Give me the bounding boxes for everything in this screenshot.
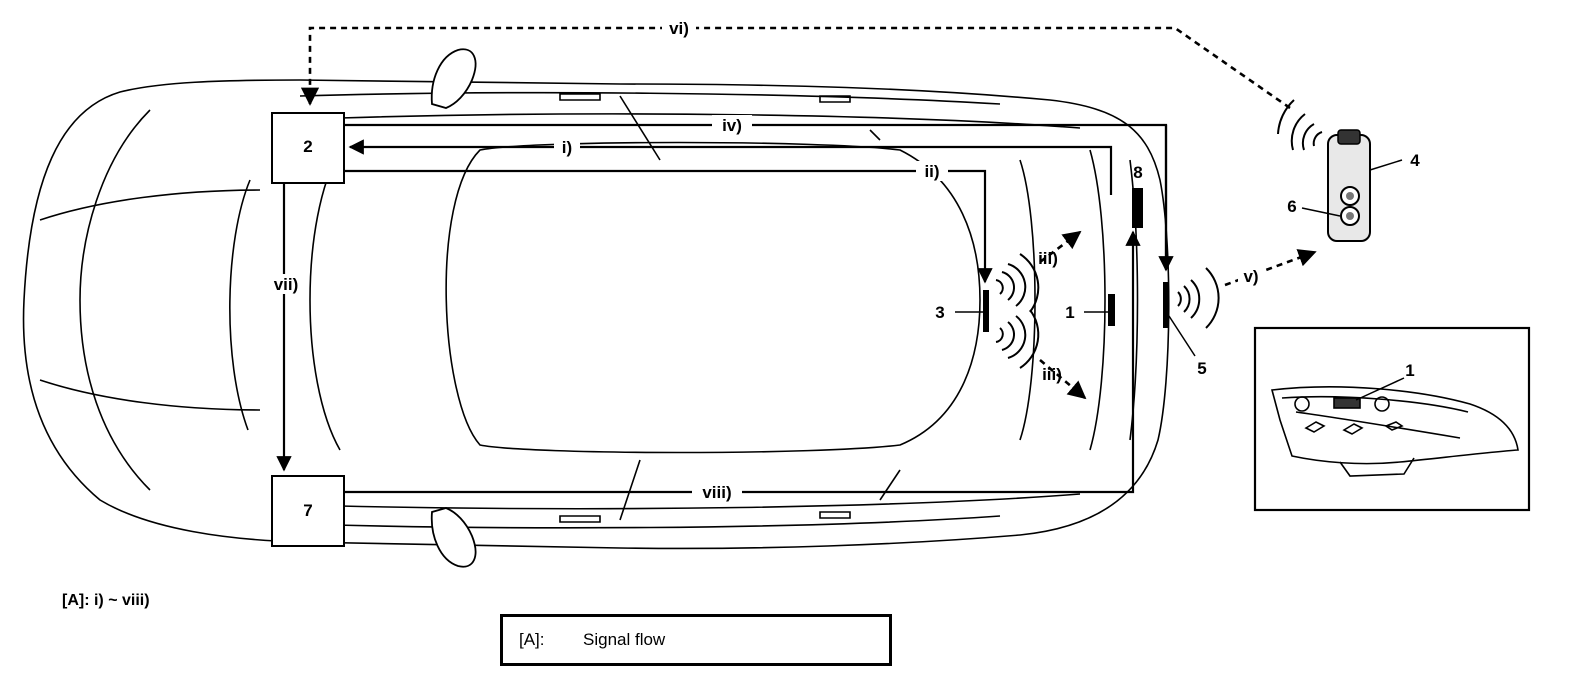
signal-ii-label: ii) — [924, 162, 939, 181]
side-mirror-top — [430, 48, 477, 109]
radio-waves-icon — [995, 253, 1040, 369]
label-4: 4 — [1410, 151, 1420, 170]
signal-iii-paths — [1039, 230, 1087, 400]
unit-label-2: 2 — [303, 137, 312, 156]
sensor-1: 1 — [1065, 294, 1115, 326]
signal-iii-lower-label: iii) — [1042, 365, 1062, 384]
label-5: 5 — [1197, 359, 1206, 378]
signal-range-note: [A]: i) ~ viii) — [62, 592, 150, 609]
key-fob-4: 4 6 — [1287, 129, 1420, 242]
label-6: 6 — [1287, 197, 1296, 216]
signal-vi-label: vi) — [669, 19, 689, 38]
inset-label-1: 1 — [1405, 361, 1414, 380]
label-1: 1 — [1065, 303, 1074, 322]
unit-box-7: 7 — [271, 475, 345, 547]
signal-lines — [276, 123, 1174, 494]
signal-vii-label: vii) — [274, 275, 299, 294]
signal-v-label: v) — [1243, 267, 1258, 286]
signal-iv-label: iv) — [722, 116, 742, 135]
signal-i-label: i) — [562, 138, 572, 157]
signal-i-line — [348, 139, 1113, 195]
side-mirror-bottom — [430, 507, 477, 568]
antenna-5: 5 — [1163, 282, 1207, 378]
signal-viii-label: viii) — [702, 483, 731, 502]
unit-box-2: 2 — [271, 112, 345, 184]
sensor-8: 8 — [1132, 163, 1143, 228]
legend-key: [A]: — [519, 630, 545, 649]
signal-iii-upper-label: iii) — [1038, 249, 1058, 268]
unit-label-7: 7 — [303, 501, 312, 520]
legend-value: Signal flow — [583, 630, 666, 649]
car-outline — [22, 79, 1170, 550]
radio-waves-icon — [1277, 99, 1323, 151]
antenna-3: 3 — [935, 290, 989, 332]
signal-vi-path — [300, 26, 1291, 110]
legend-box: [A]: Signal flow — [500, 614, 892, 666]
signal-iv-line — [344, 123, 1168, 262]
radio-waves-icon — [1177, 267, 1220, 329]
signal-labels: vi) iv) i) ii) vii) viii) iii) iii) v) — [268, 18, 1264, 502]
signal-ii-line — [344, 169, 993, 284]
label-3: 3 — [935, 303, 944, 322]
signal-viii-line — [344, 230, 1141, 494]
label-8: 8 — [1133, 163, 1142, 182]
inset-detail: 1 — [1253, 326, 1531, 512]
